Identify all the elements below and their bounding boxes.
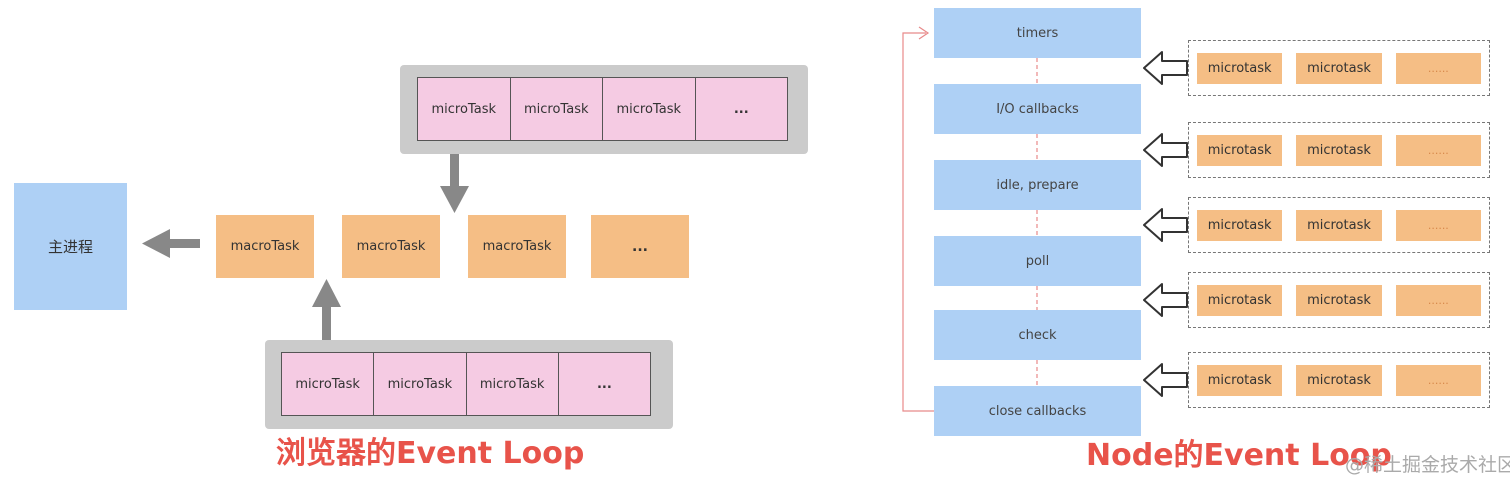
micro-task-cell: microTask [282, 353, 375, 415]
microtask-box: microtask [1197, 52, 1283, 84]
node-caption: Node的Event Loop [1086, 438, 1392, 473]
microtask-box: microtask [1296, 134, 1382, 166]
microtask-box: microtask [1197, 284, 1283, 316]
micro-task-cell: ... [596, 376, 612, 392]
hollow-arrow-icon [1143, 363, 1188, 397]
phase-io-callbacks: I/O callbacks [934, 84, 1141, 134]
phase-poll: poll [934, 236, 1141, 286]
macro-task-1: macroTask [216, 215, 314, 278]
hollow-arrow-icon [1143, 208, 1188, 242]
microtask-box: microtask [1296, 52, 1382, 84]
microtask-box: microtask [1296, 209, 1382, 241]
macro-task-label: macroTask [482, 239, 552, 254]
phase-label: close callbacks [988, 403, 1087, 419]
macro-task-label: macroTask [356, 239, 426, 254]
micro-task-cell: microTask [603, 78, 696, 140]
phase-label: idle, prepare [996, 177, 1079, 193]
phase-close-callbacks: close callbacks [934, 386, 1141, 436]
arrow-to-main-process-icon [142, 229, 200, 258]
microtask-box: ...... [1395, 52, 1481, 84]
phase-label: timers [1016, 25, 1059, 41]
micro-task-cell: microTask [374, 353, 467, 415]
browser-caption: 浏览器的Event Loop [276, 436, 585, 471]
macro-task-label: ... [632, 238, 648, 255]
microtask-box: microtask [1197, 134, 1283, 166]
phase-check: check [934, 310, 1141, 360]
bottom-micro-queue: microTask microTask microTask ... [281, 352, 651, 416]
microtask-box: ...... [1395, 364, 1481, 396]
macro-task-label: macroTask [230, 239, 300, 254]
microtask-box: microtask [1296, 364, 1382, 396]
main-process-label: 主进程 [47, 238, 93, 256]
arrow-up-icon [312, 279, 341, 340]
microtask-box: microtask [1197, 364, 1283, 396]
phase-label: poll [1025, 253, 1050, 269]
microtask-box: microtask [1296, 284, 1382, 316]
micro-task-cell: ... [733, 101, 749, 117]
phase-label: I/O callbacks [996, 101, 1079, 117]
microtask-box: ...... [1395, 209, 1481, 241]
macro-task-ellipsis: ... [591, 215, 689, 278]
main-process-box: 主进程 [14, 183, 127, 310]
microtask-box: ...... [1395, 284, 1481, 316]
hollow-arrow-icon [1143, 283, 1188, 317]
hollow-arrow-icon [1143, 133, 1188, 167]
microtask-group-2: microtask microtask ...... [1188, 122, 1490, 178]
microtask-group-4: microtask microtask ...... [1188, 272, 1490, 328]
watermark-text: @稀土掘金技术社区 [1345, 454, 1510, 476]
phase-idle-prepare: idle, prepare [934, 160, 1141, 210]
micro-task-cell: microTask [418, 78, 511, 140]
phase-timers: timers [934, 8, 1141, 58]
microtask-group-1: microtask microtask ...... [1188, 40, 1490, 96]
macro-task-2: macroTask [342, 215, 440, 278]
micro-task-cell: microTask [467, 353, 559, 415]
phase-label: check [1018, 327, 1057, 343]
microtask-box: microtask [1197, 209, 1283, 241]
microtask-group-5: microtask microtask ...... [1188, 352, 1490, 408]
microtask-box: ...... [1395, 134, 1481, 166]
arrow-down-icon [440, 154, 469, 213]
microtask-group-3: microtask microtask ...... [1188, 197, 1490, 253]
micro-task-cell: microTask [511, 78, 603, 140]
top-micro-queue: microTask microTask microTask ... [417, 77, 788, 141]
macro-task-3: macroTask [468, 215, 566, 278]
loop-back-line [902, 26, 934, 412]
hollow-arrow-icon [1143, 51, 1188, 85]
